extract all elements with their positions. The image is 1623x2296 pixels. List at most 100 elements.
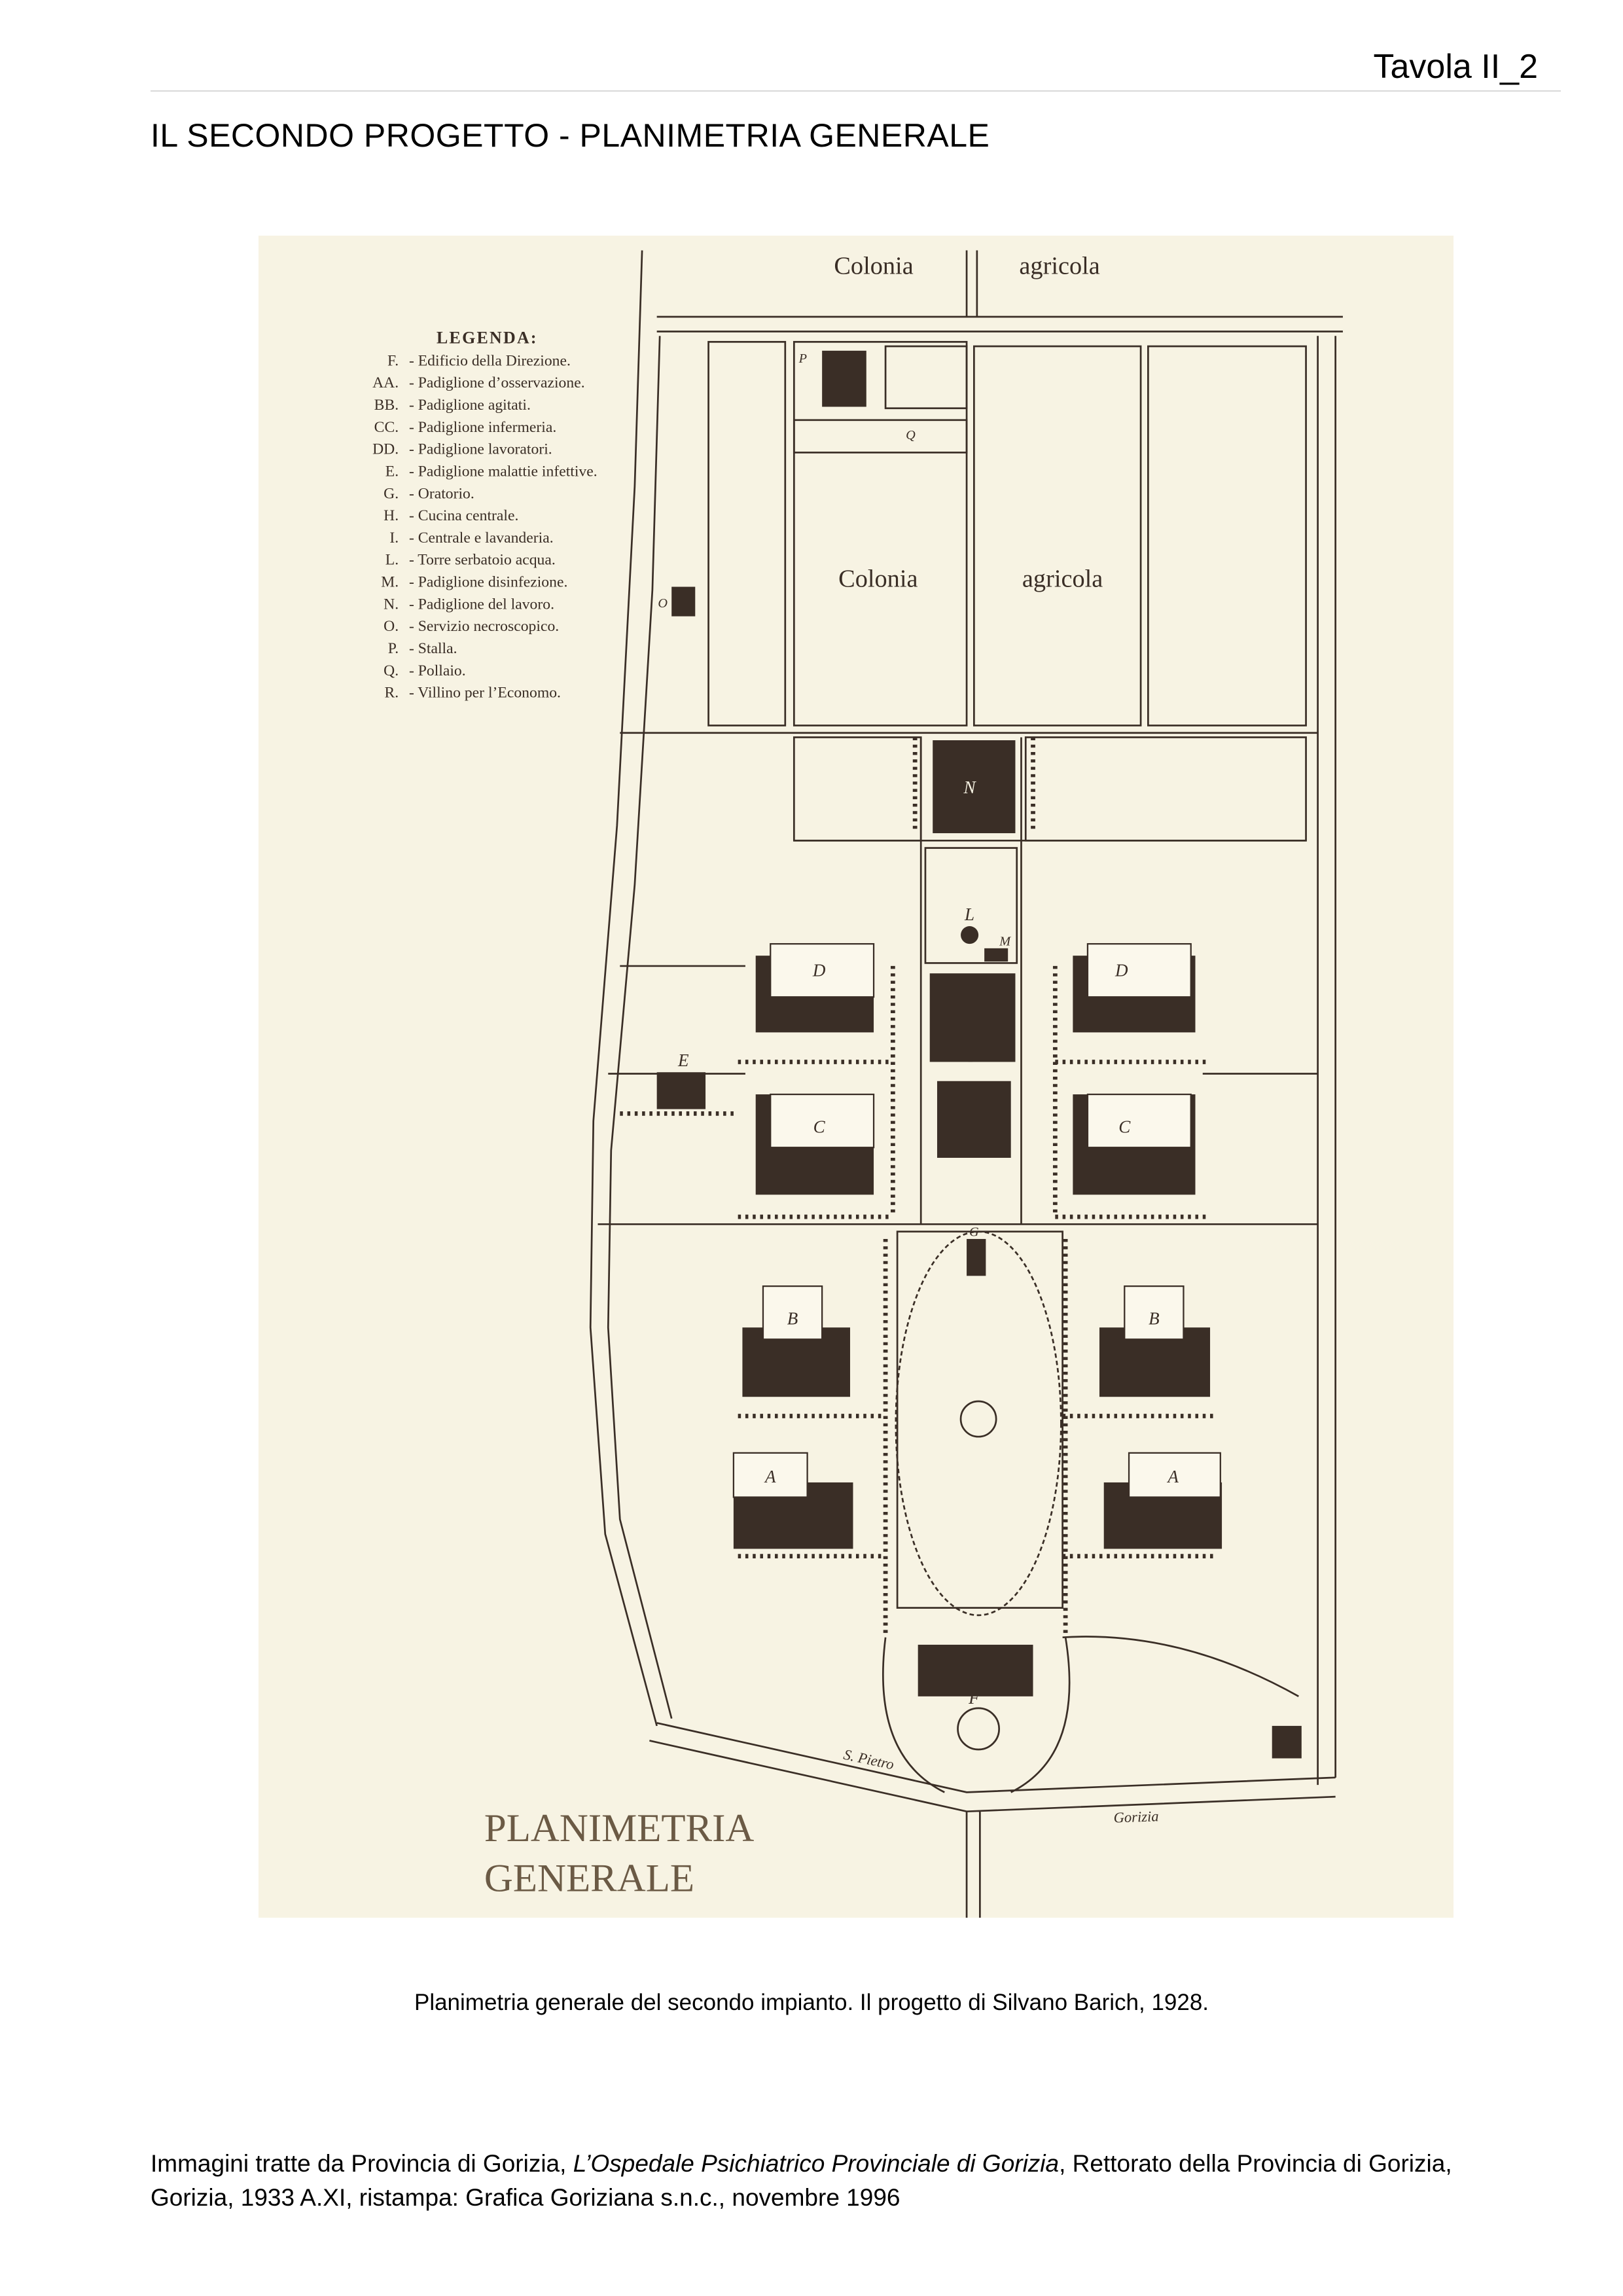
road-label-gorizia: Gorizia <box>1113 1808 1159 1825</box>
label-d-right: D <box>1115 961 1128 980</box>
legend-text: - Stalla. <box>409 640 457 657</box>
label-c-right: C <box>1118 1117 1131 1137</box>
legend-text: - Edificio della Direzione. <box>409 352 571 369</box>
stamp-generale: GENERALE <box>484 1856 694 1900</box>
page-title: IL SECONDO PROGETTO - PLANIMETRIA GENERA… <box>151 117 990 154</box>
site-plan-drawing: N L M D D I E C C H G B B A A F O P Q S.… <box>372 250 1343 1918</box>
site-plan-image: N L M D D I E C C H G B B A A F O P Q S.… <box>259 236 1454 1918</box>
legend-code: F. <box>387 352 399 369</box>
garden-fountain <box>959 1400 997 1438</box>
stamp-planimetria: PLANIMETRIA <box>484 1806 755 1850</box>
legend-text: - Servizio necroscopico. <box>409 618 559 635</box>
legend-text: - Centrale e lavanderia. <box>409 529 554 547</box>
label-l: L <box>964 905 974 924</box>
top-road <box>656 315 1343 332</box>
figure-caption: Planimetria generale del secondo impiant… <box>414 1990 1209 2015</box>
legend-text: - Villino per l’Economo. <box>409 685 561 702</box>
legend: LEGENDA: F. - Edificio della Direzione. AA… <box>372 329 597 702</box>
legend-code: BB. <box>374 397 399 414</box>
legend-code: E. <box>385 463 399 480</box>
building-o <box>671 586 696 617</box>
building-n <box>933 740 1016 834</box>
source-prefix: Immagini tratte da Provincia di Gorizia, <box>151 2150 573 2177</box>
field <box>924 847 1018 964</box>
central-garden <box>895 1230 1062 1617</box>
building-l <box>961 926 979 944</box>
road <box>794 737 1306 1225</box>
legend-code: Q. <box>383 662 399 679</box>
legend-text: - Oratorio. <box>409 485 474 502</box>
garden-frame <box>896 1230 1063 1609</box>
label-colonia-top: Colonia <box>834 253 913 280</box>
legend-text: - Padiglione agitati. <box>409 397 531 414</box>
label-i: I <box>967 1046 975 1066</box>
legend-code: N. <box>383 596 399 613</box>
road-label-s-pietro: S. Pietro <box>842 1746 896 1773</box>
wing <box>1086 1093 1192 1149</box>
front-fountain <box>957 1707 1001 1751</box>
boundary-left <box>589 250 658 1727</box>
field <box>1147 345 1307 726</box>
wing <box>762 1285 823 1340</box>
wing <box>1124 1285 1185 1340</box>
building-i <box>929 973 1016 1062</box>
building-r <box>822 350 866 407</box>
label-f: F <box>968 1688 980 1708</box>
legend-code: AA. <box>372 374 399 391</box>
legend-text: - Pollaio. <box>409 662 466 679</box>
wing <box>1086 942 1192 998</box>
label-p: P <box>798 351 807 366</box>
label-e: E <box>677 1050 689 1070</box>
legend-code: CC. <box>374 419 399 436</box>
source-line-2: Gorizia, 1933 A.XI, ristampa: Grafica Go… <box>151 2184 901 2211</box>
wing <box>1128 1452 1221 1498</box>
top-road-branch <box>965 250 978 317</box>
legend-code: H. <box>383 507 399 524</box>
field <box>972 345 1142 726</box>
wing <box>770 1093 875 1149</box>
building-g <box>967 1238 986 1276</box>
label-b-left: B <box>787 1309 798 1329</box>
label-c-left: C <box>813 1117 826 1137</box>
label-a-right: A <box>1166 1467 1179 1486</box>
source-suffix: , Rettorato della Provincia di Gorizia, <box>1059 2150 1452 2177</box>
legend-title: LEGENDA: <box>437 329 538 348</box>
field <box>793 419 968 454</box>
hedge <box>883 965 1068 1638</box>
legend-text: - Torre serbatoio acqua. <box>409 552 556 569</box>
field <box>884 345 968 410</box>
legend-text: - Padiglione lavoratori. <box>409 441 552 458</box>
label-g: G <box>969 1225 979 1239</box>
field <box>1024 736 1307 842</box>
legend-text: - Padiglione disinfezione. <box>409 574 567 591</box>
label-b-right: B <box>1149 1309 1160 1329</box>
legend-code: O. <box>383 618 399 635</box>
source-book-title: L’Ospedale Psichiatrico Provinciale di G… <box>573 2150 1060 2177</box>
hedge <box>738 1060 1218 1559</box>
building-f <box>918 1644 1033 1696</box>
legend-code: G. <box>383 485 399 502</box>
legend-text: - Padiglione del lavoro. <box>409 596 554 613</box>
label-agricola-top: agricola <box>1019 253 1099 280</box>
building-e <box>656 1072 706 1109</box>
boundary-left-inner <box>607 336 673 1719</box>
legend-code: M. <box>381 574 399 591</box>
wing <box>732 1452 808 1498</box>
field <box>793 736 922 842</box>
sheet-label: Tavola II_2 <box>1373 48 1539 86</box>
legend-text: - Padiglione malattie infettive. <box>409 463 597 480</box>
legend-text: - Padiglione infermeria. <box>409 419 556 436</box>
legend-text: - Padiglione d’osservazione. <box>409 374 585 391</box>
source-note: Immagini tratte da Provincia di Gorizia,… <box>151 2147 1525 2215</box>
gatehouse <box>1272 1725 1302 1759</box>
label-q: Q <box>906 428 916 442</box>
label-n: N <box>963 778 977 797</box>
legend-code: P. <box>388 640 399 657</box>
label-a-left: A <box>764 1467 776 1486</box>
label-m: M <box>999 934 1011 948</box>
legend-text: - Cucina centrale. <box>409 507 518 524</box>
label-agricola-field: agricola <box>1022 565 1103 593</box>
field <box>793 340 968 726</box>
label-h: H <box>967 1088 982 1107</box>
building-m <box>984 948 1008 962</box>
